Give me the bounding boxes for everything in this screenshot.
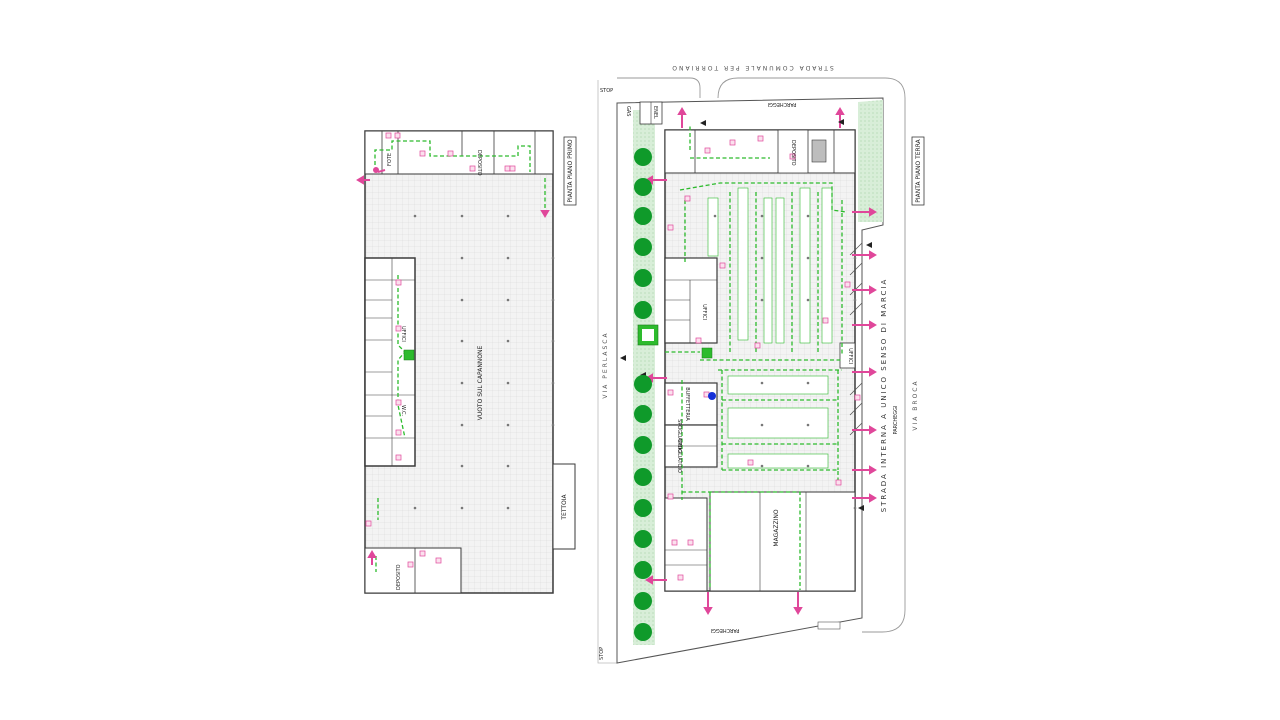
top-right-green-area (858, 100, 883, 222)
checkout-aisles (727, 375, 829, 469)
first-floor-deposit-top: DEPOSITO (476, 150, 482, 176)
you-are-here-marker (708, 392, 716, 400)
parking-right-label: PARCHEGGI (893, 406, 899, 435)
first-floor-offices-block (364, 257, 416, 467)
buffet-block (664, 382, 718, 426)
first-floor-title: PIANTA PIANO PRIMO (567, 139, 574, 203)
assembly-point-sign-inner (642, 329, 654, 341)
first-floor-stair-room-label: FOTE (387, 153, 393, 166)
first-floor-bottom-deposit (364, 547, 462, 594)
first-floor-plan: PIANTA PIANO PRIMO VUOTO SUL CAPANNONE T… (356, 130, 577, 594)
first-floor-signs (365, 132, 516, 568)
office-right-label: UFFICI (847, 348, 853, 364)
first-floor-title-box (563, 136, 577, 206)
first-floor-office-label: UFFICI (400, 326, 406, 342)
ground-floor-columns (713, 214, 857, 510)
bottom-gate (817, 621, 841, 630)
deposit-room (777, 129, 809, 174)
shelving-aisles (707, 187, 833, 344)
ground-floor-emergency-sign (701, 347, 713, 359)
void-label: VUOTO SUL CAPANNONE (477, 346, 484, 421)
gas-room (811, 139, 827, 163)
stop-top-label: STOP (600, 88, 613, 94)
buffet-label: BUFFETTERIA (684, 387, 690, 421)
office-label: UFFICI (701, 304, 707, 320)
first-floor-columns (413, 214, 555, 510)
canopy-box (552, 463, 576, 550)
stop-bottom-label: STOP (599, 647, 605, 660)
ground-floor-evacuation-routes (665, 125, 847, 590)
bottom-left-service (664, 497, 708, 592)
internal-road-label: STRADA INTERNA A UNICO SENSO DI MARCIA (880, 278, 888, 513)
first-floor-top-rooms (364, 130, 554, 175)
first-floor-emergency-sign (403, 349, 415, 361)
right-street-curb (862, 228, 906, 633)
angled-parking-stalls (849, 242, 863, 436)
right-office (839, 342, 856, 369)
ground-floor-title-box (911, 136, 925, 206)
gas-label: GAS (625, 106, 631, 116)
parking-top-label: PARCHEGGI (768, 101, 797, 107)
street-outline (597, 80, 617, 664)
offices-block (664, 257, 718, 344)
deposit-label: DEPOSITO (790, 140, 796, 166)
top-street-curb (617, 77, 906, 228)
ground-floor-exit-arrows (645, 107, 877, 615)
changing-label-2: SPOGLIATOIO (676, 439, 682, 473)
first-floor-deposit-bottom: DEPOSITO (396, 564, 402, 590)
road-right-label: VIA BROCA (912, 379, 919, 430)
road-left-label: VIA PERLASCA (602, 331, 609, 398)
parking-bottom-label: PARCHEGGI (711, 627, 740, 633)
enel-label: ENEL (652, 106, 658, 119)
ground-floor-title: PIANTA PIANO TERRA (915, 138, 922, 202)
warehouse (709, 491, 856, 592)
ground-floor-signs (667, 135, 861, 581)
canopy-label: TETTOIA (561, 493, 568, 520)
street-trees (634, 148, 652, 641)
first-floor-wc-label: W.C. (400, 405, 406, 416)
changing-label-1: SPOGLIATOIO (676, 419, 682, 453)
first-floor-exit-arrows (356, 169, 550, 565)
ground-floor-plan: PIANTA PIANO TERRA STRADA COMUNALE PER T… (597, 64, 925, 664)
road-top-label: STRADA COMUNALE PER TORRIANO (670, 64, 833, 71)
warehouse-label: MAGAZZINO (773, 509, 780, 546)
first-floor-stair-marker (373, 167, 379, 173)
